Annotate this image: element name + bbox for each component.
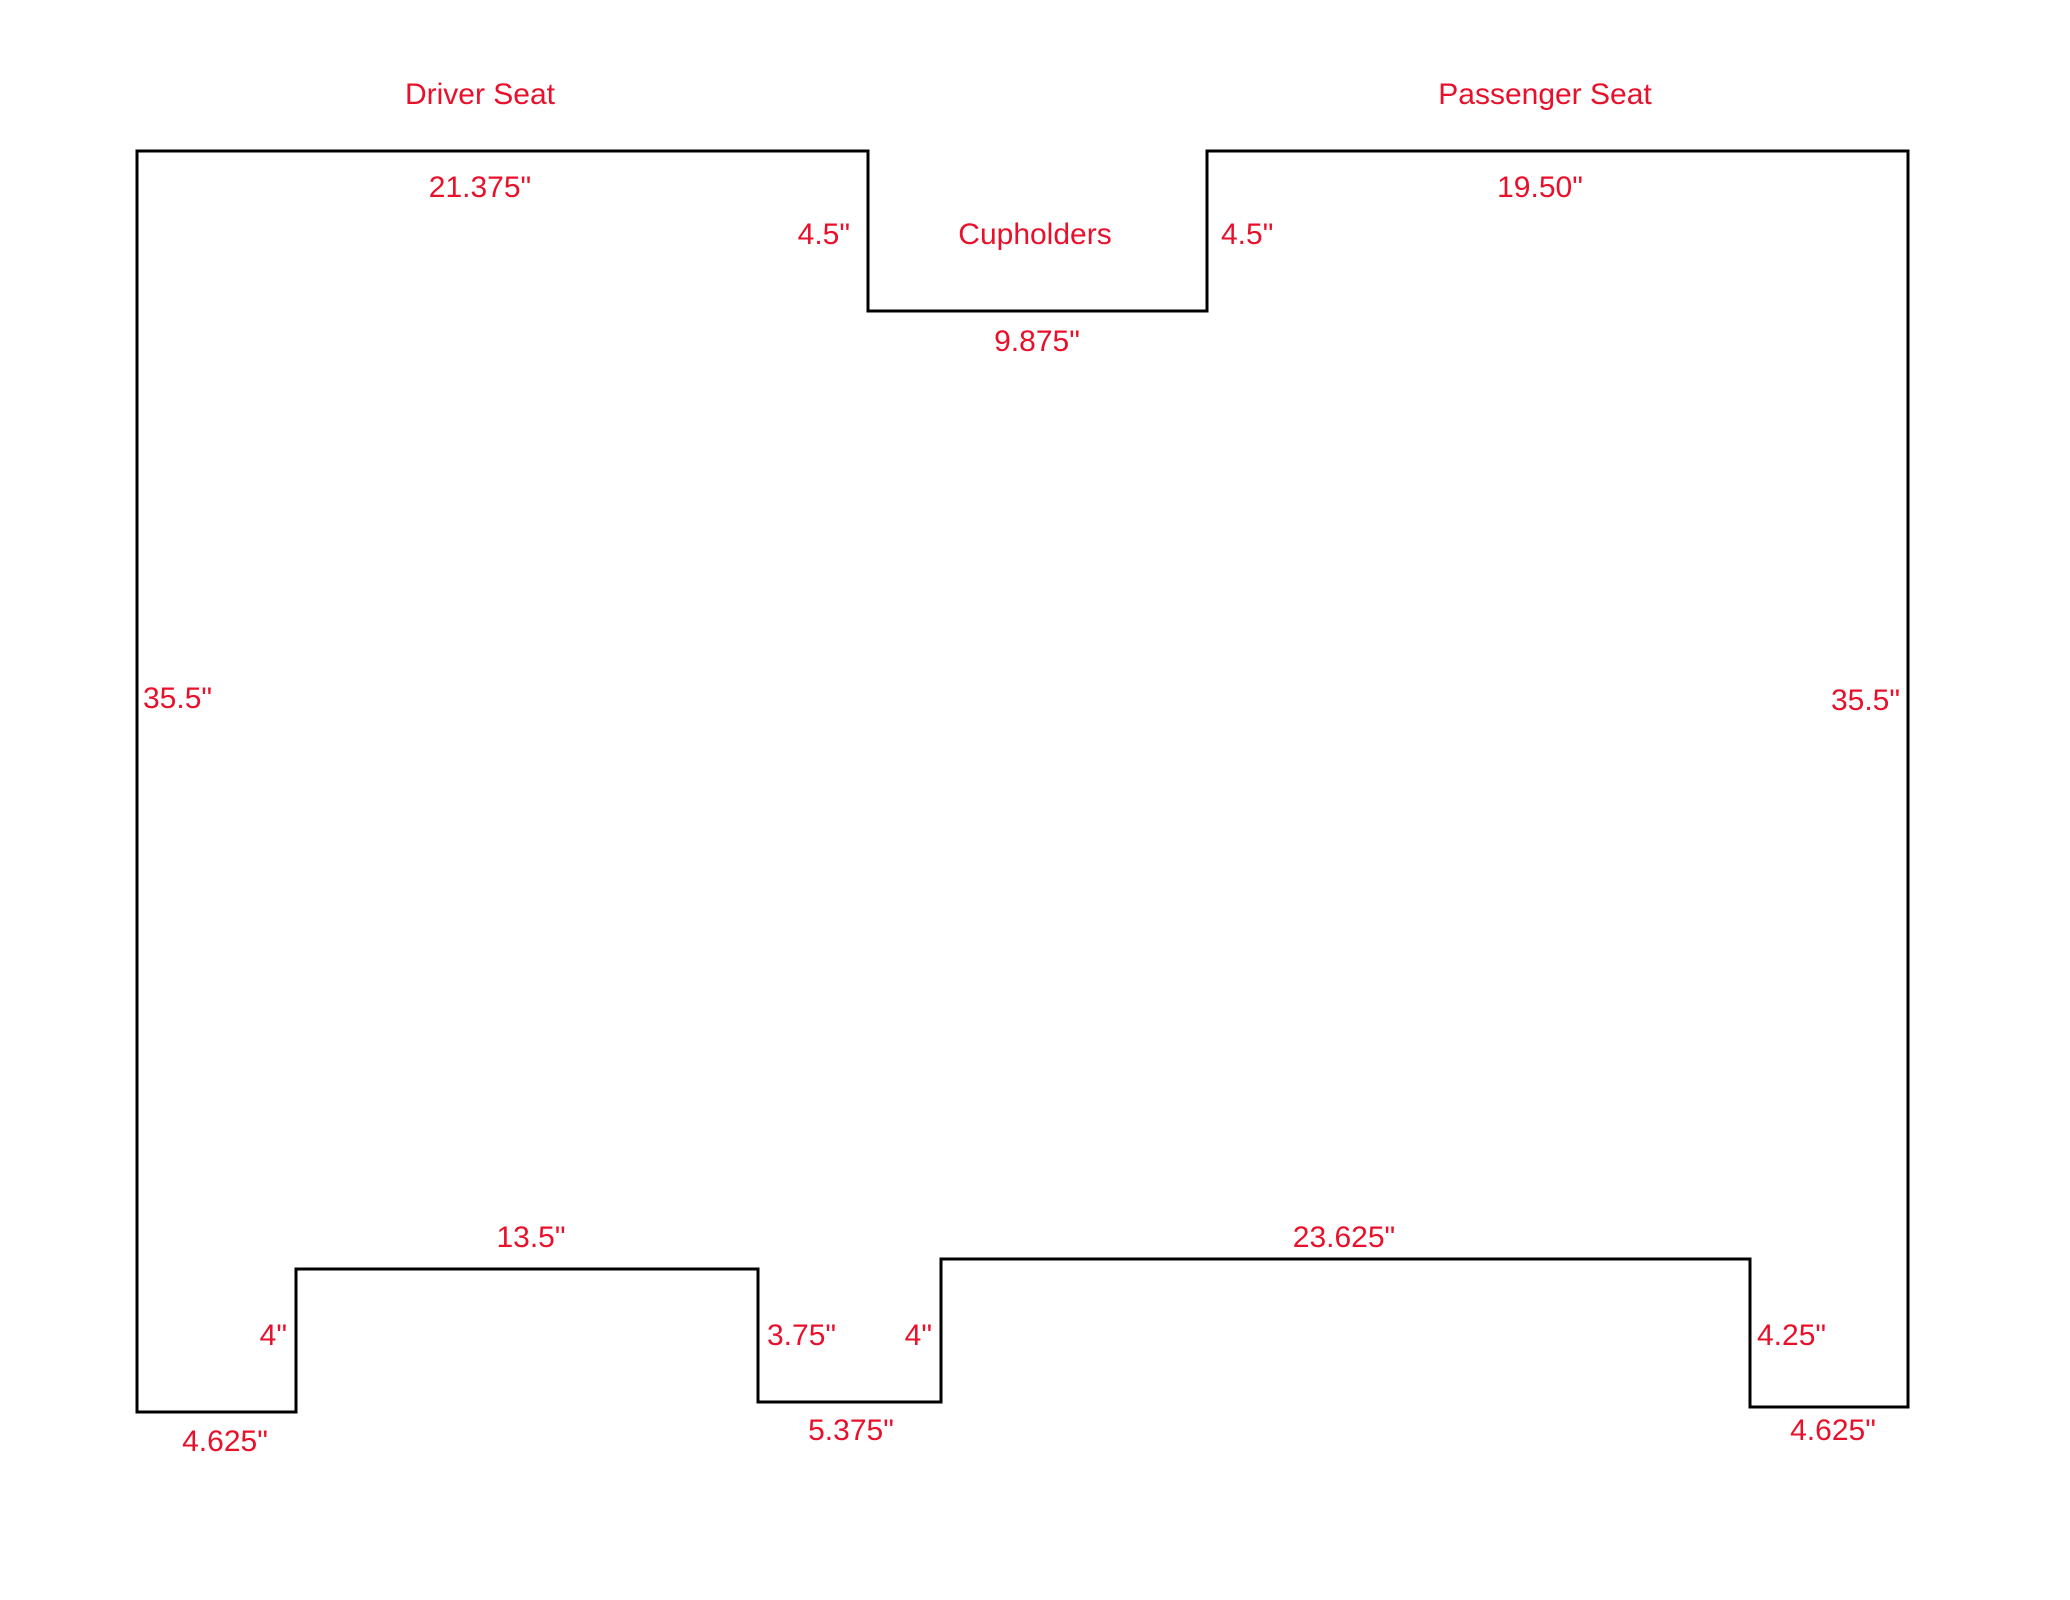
passenger-seat-label: Passenger Seat (1438, 78, 1652, 111)
dim-bottom-right-step: 4.25" (1757, 1319, 1826, 1352)
cupholders-label: Cupholders (958, 218, 1111, 251)
dim-bottom-mid-right-edge: 23.625" (1293, 1221, 1395, 1254)
dim-bottom-mid-left-step: 3.75" (767, 1319, 836, 1352)
dim-bottom-left-step: 4" (260, 1319, 287, 1352)
dim-left-side: 35.5" (143, 682, 212, 715)
dim-top-left-edge: 21.375" (429, 171, 531, 204)
dim-cupholder-right-depth: 4.5" (1221, 218, 1273, 251)
dim-top-right-edge: 19.50" (1497, 171, 1583, 204)
dim-bottom-mid-left-edge: 13.5" (496, 1221, 565, 1254)
mat-outline (135, 149, 1910, 1414)
dim-cupholder-width: 9.875" (994, 325, 1080, 358)
dim-right-side: 35.5" (1831, 684, 1900, 717)
dim-bottom-notch-width: 5.375" (808, 1414, 894, 1447)
dim-bottom-right-foot: 4.625" (1790, 1414, 1876, 1447)
dim-bottom-left-foot: 4.625" (182, 1425, 268, 1458)
dim-cupholder-left-depth: 4.5" (798, 218, 850, 251)
driver-seat-label: Driver Seat (405, 78, 556, 111)
dim-bottom-mid-right-step: 4" (905, 1319, 932, 1352)
